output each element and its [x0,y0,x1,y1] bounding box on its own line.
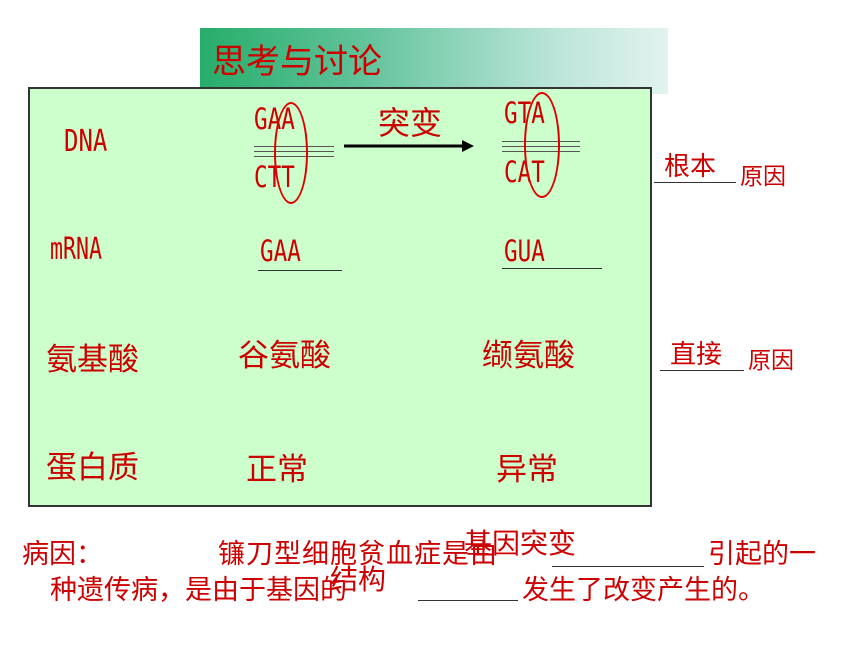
answer2-text: 结构 [330,563,387,596]
footer-line2-end: 发生了改变产生的。 [522,575,765,606]
direct-cause-blank [660,370,744,371]
mutant-mutation-site-circle [524,92,560,198]
cause-label: 病因： [22,539,103,570]
mutation-arrow-label: 突变 [378,104,443,142]
footer-line1-end: 引起的一 [708,539,816,570]
mutant-protein: 异常 [496,452,558,488]
row-label-protein: 蛋白质 [46,450,139,486]
row-label-mrna: mRNA [50,232,103,267]
row-label-dna: DNA [64,124,108,159]
root-cause-blank [654,182,736,183]
footer-line2-start: 种遗传病，是由于基因的 [50,575,347,606]
answer2-blank [418,600,518,601]
answer1-blank [552,566,704,567]
row-label-amino-acid: 氨基酸 [46,342,139,378]
footer-line1-start: 镰刀型细胞贫血症是由 [218,539,498,570]
normal-mutation-site-circle [274,102,308,204]
answer1-text: 基因突变 [464,527,577,560]
normal-mrna-codon: GAA [260,234,301,268]
direct-cause-answer: 直接 [670,340,723,370]
root-cause-suffix: 原因 [740,164,786,190]
normal-amino-acid: 谷氨酸 [238,338,331,374]
normal-protein: 正常 [246,452,308,488]
title-bar [200,28,668,94]
mutant-mrna-codon: GUA [504,234,545,268]
mutant-mrna-underline [502,268,602,269]
normal-mrna-underline [258,270,342,271]
mutation-arrow-icon [344,140,474,152]
mutant-amino-acid: 缬氨酸 [482,338,575,374]
direct-cause-suffix: 原因 [748,348,794,374]
slide-title: 思考与讨论 [212,42,382,82]
root-cause-answer: 根本 [664,152,717,182]
